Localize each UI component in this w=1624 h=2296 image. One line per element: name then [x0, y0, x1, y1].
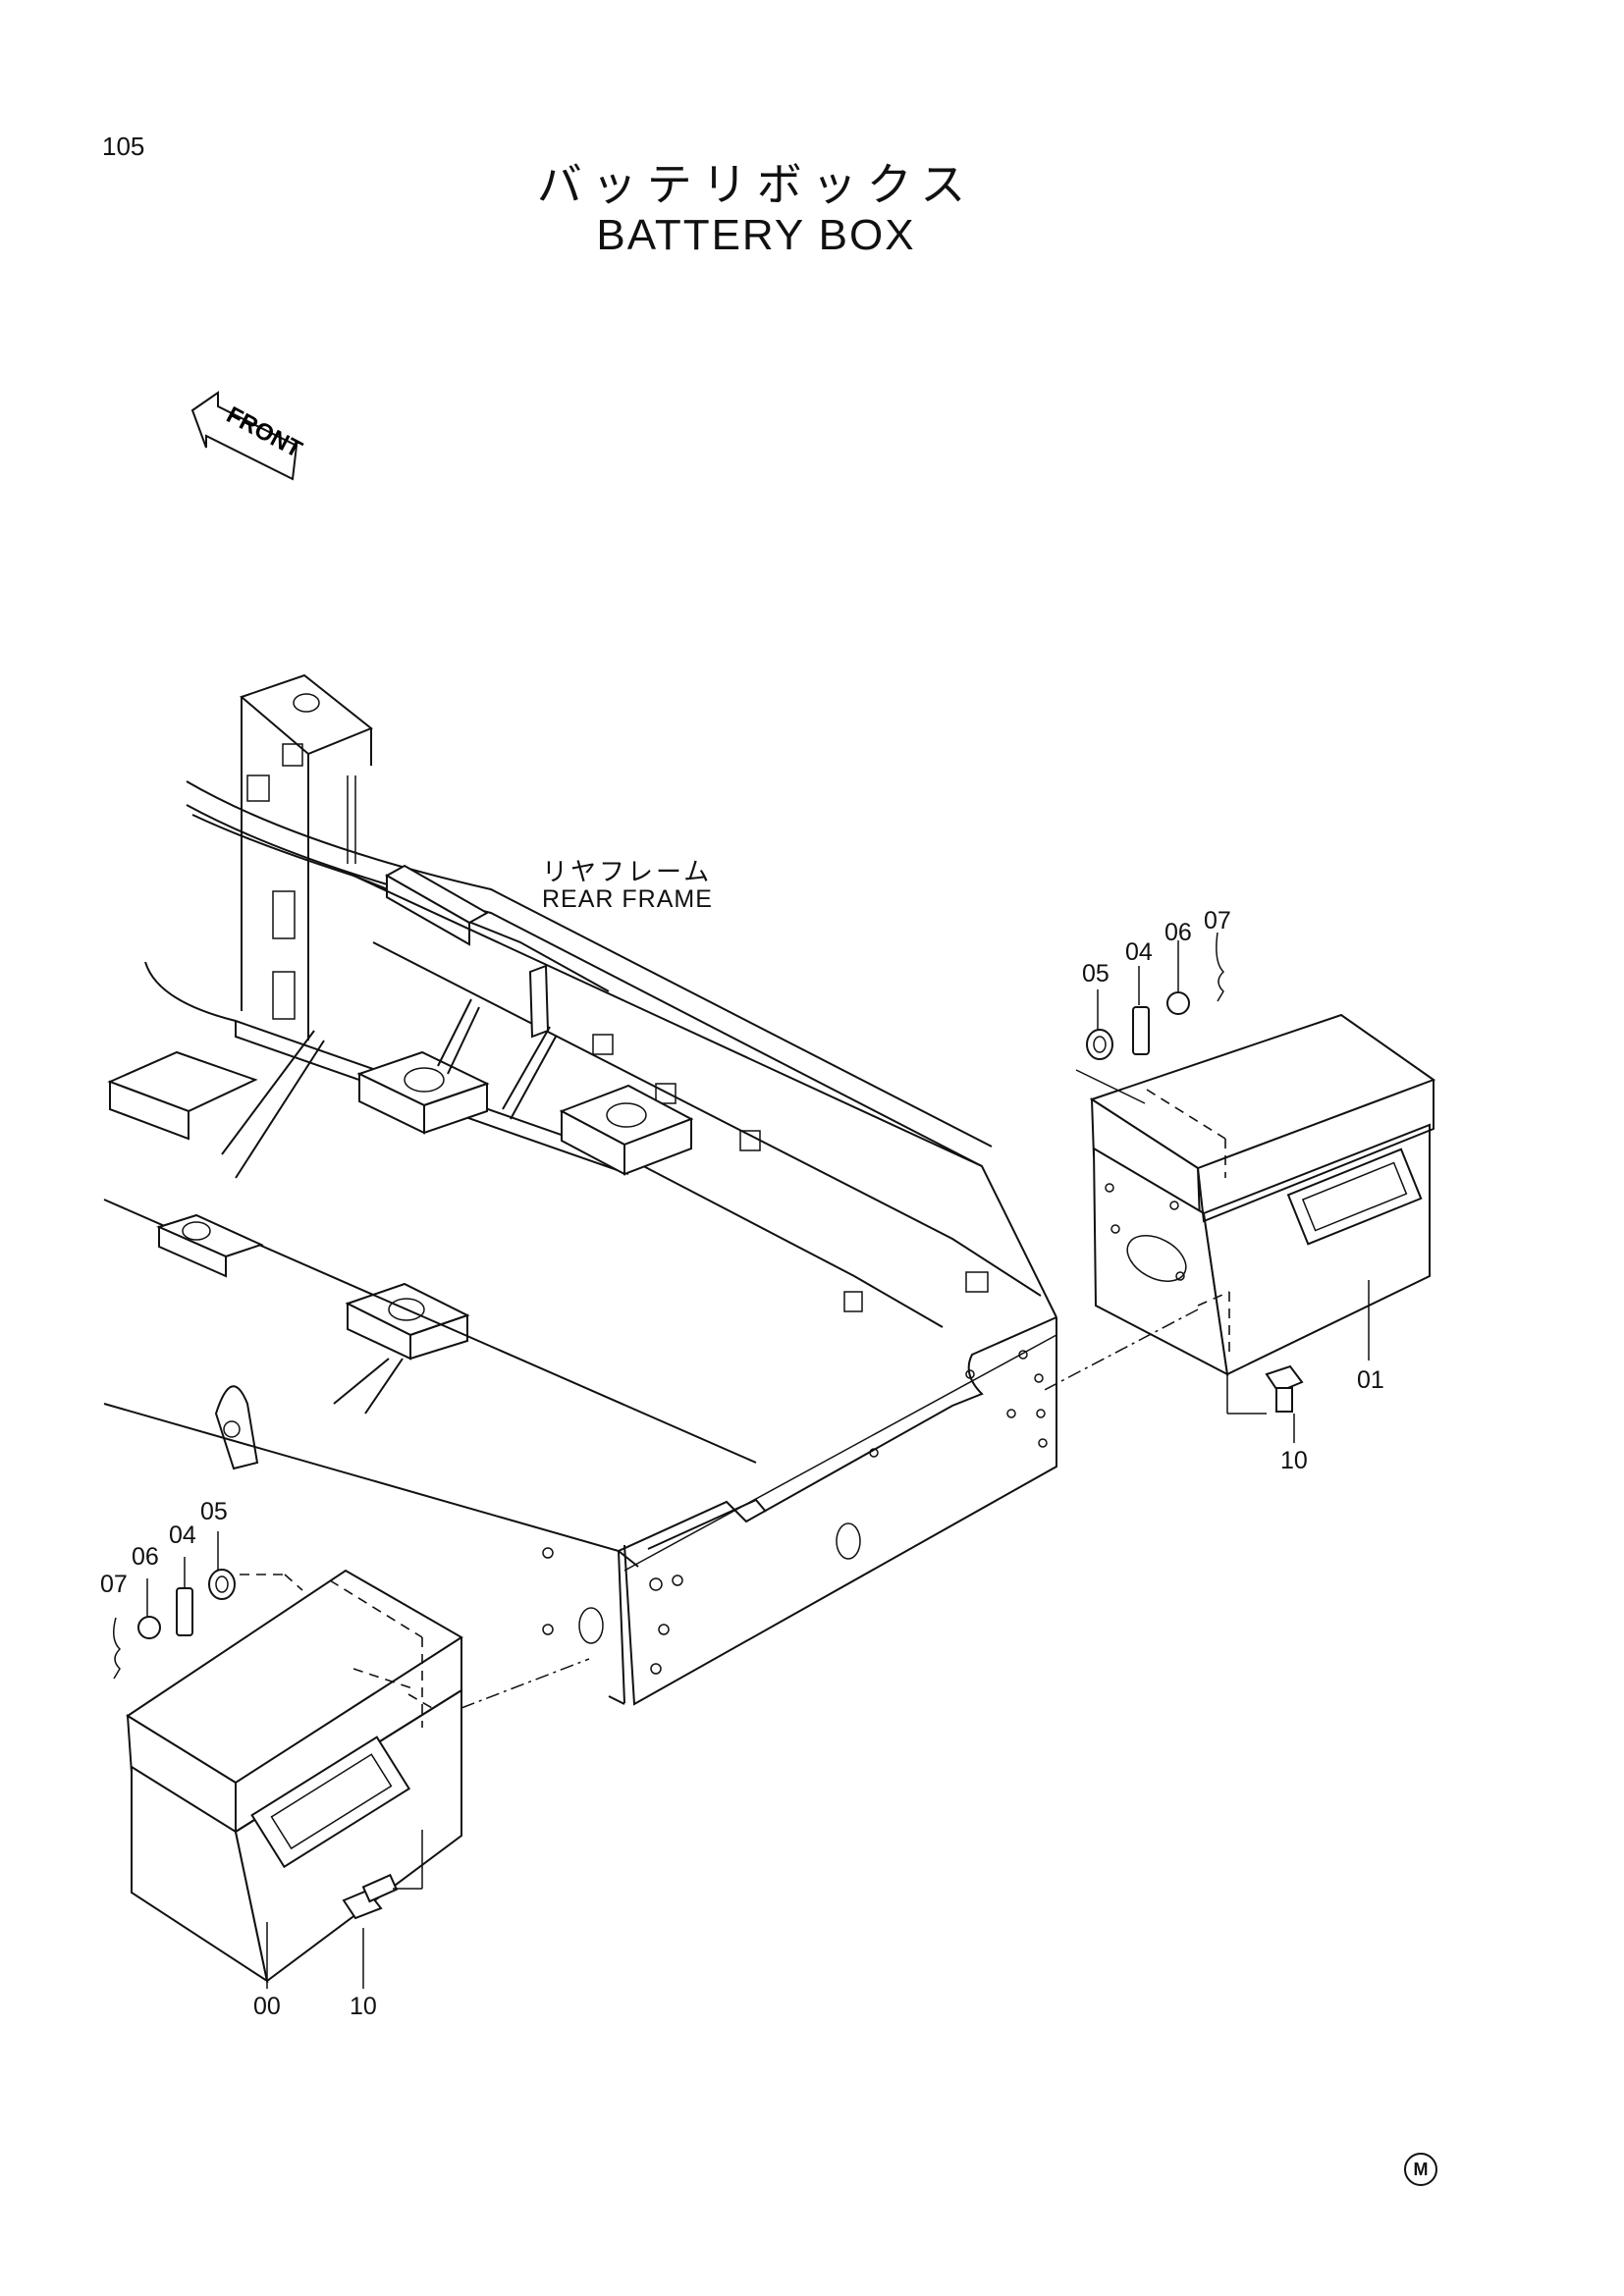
callout-04-left: 04 — [169, 1522, 196, 1549]
callout-10-right: 10 — [1280, 1447, 1308, 1474]
page-title-japanese: バッテリボックス — [536, 158, 976, 211]
callout-05-right: 05 — [1082, 960, 1110, 988]
callout-06-right: 06 — [1164, 919, 1192, 946]
rear-frame-label-japanese: リヤフレーム — [542, 858, 713, 887]
callout-05-left: 05 — [200, 1498, 228, 1525]
page-number: 105 — [102, 132, 145, 161]
callout-07-right: 07 — [1204, 907, 1231, 934]
callout-04-right: 04 — [1125, 938, 1153, 966]
bolt-left — [342, 1830, 423, 1920]
callout-07-left: 07 — [100, 1571, 128, 1598]
bolt-right — [1226, 1364, 1304, 1415]
front-arrow-icon: FRONT — [190, 391, 306, 481]
battery-box-right — [1089, 1013, 1436, 1376]
rear-frame-drawing — [103, 673, 1057, 1706]
callout-06-left: 06 — [132, 1543, 159, 1571]
battery-box-left — [126, 1569, 463, 1984]
page-title: BATTERY BOX — [596, 211, 916, 259]
rear-frame-label: REAR FRAME — [542, 885, 713, 913]
callout-01: 01 — [1357, 1366, 1384, 1394]
publisher-mark-icon: M — [1404, 2153, 1437, 2186]
callout-00: 00 — [253, 1993, 281, 2020]
callout-10-left: 10 — [350, 1993, 377, 2020]
